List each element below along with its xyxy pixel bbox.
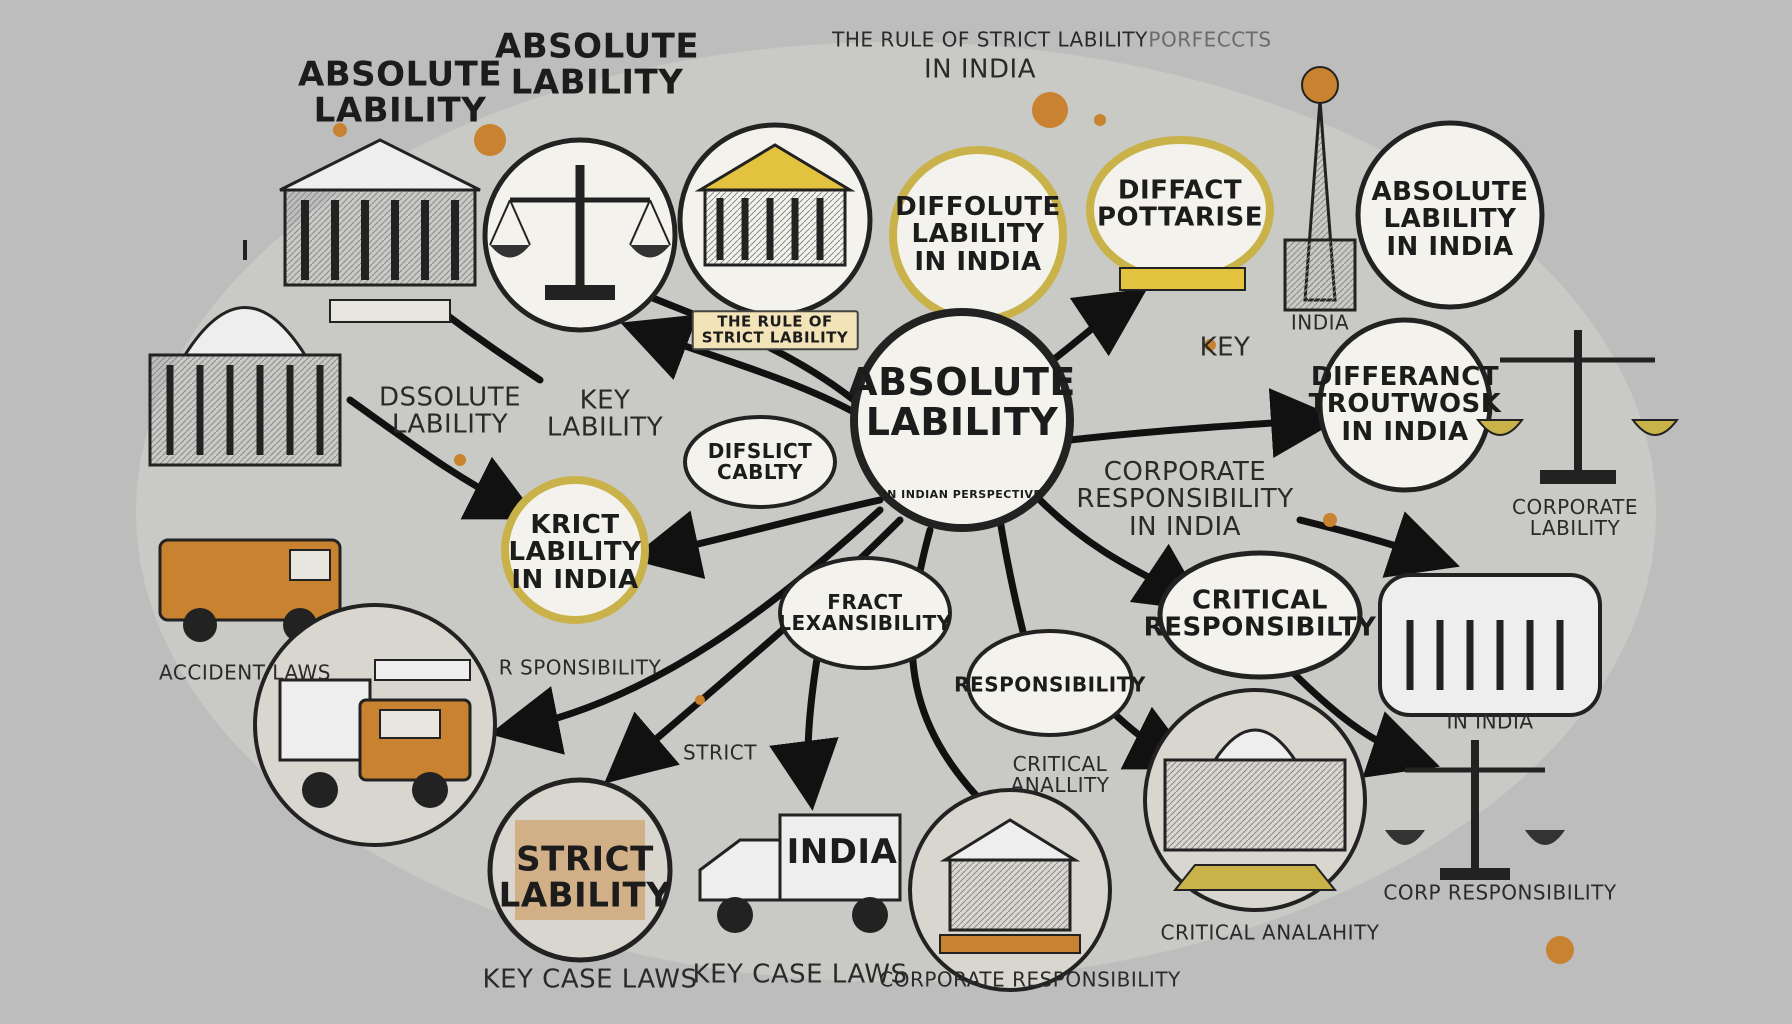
right-courthouse-icon (1378, 573, 1602, 717)
header-in-india: IN INDIA (924, 54, 1036, 85)
central-topic-subtitle: IN INDIAN PERSPECTIVE (882, 488, 1042, 502)
footer-critical-analahity: CRITICAL ANALAHITY (1160, 920, 1380, 945)
critical-anallity-label: CRITICAL ANALLITY (1010, 752, 1110, 797)
tower-icon (1283, 66, 1357, 312)
krict-bubble-shape (501, 476, 649, 624)
header-absolute-1: ABSOLUTE LABILITY (297, 54, 503, 130)
footer-key-case-laws-2: KEY CASE LAWS (692, 959, 908, 990)
van-icon (158, 538, 342, 642)
strict-bubble (487, 777, 673, 963)
scales-bottom-right-icon (1385, 740, 1565, 880)
fract-bubble-label: FRACT LEXANSIBILITY (778, 590, 952, 635)
central-topic-title: ABSOLUTE LABILITY (848, 360, 1076, 444)
diffract-bubble-label: DIFFACT POTTARISE (1096, 175, 1264, 233)
difflute-bubble-label: DIFFOLUTE LABILITY IN INDIA (895, 192, 1061, 277)
diffract-banner (1119, 267, 1246, 291)
strict-small-label: STRICT (683, 740, 757, 765)
footer-key-case-laws-1: KEY CASE LAWS (482, 964, 698, 995)
accident-laws-label: ACCIDENT LAWS (159, 660, 331, 685)
india-tower-label: INDIA (1290, 310, 1350, 335)
critical-bubble-label: CRITICAL RESPONSIBILTY (1143, 585, 1377, 643)
header-faint-text: PORFECCTS (1148, 27, 1272, 52)
capitol-dome-icon (148, 240, 342, 467)
scales-of-justice-bubble (482, 137, 678, 333)
responsibility-bubble-shape (966, 629, 1134, 737)
arrow-to-differance (1066, 388, 1341, 458)
truck-bubble (253, 603, 497, 847)
india-truck-icon (698, 813, 902, 933)
key-lability-label: KEY LABILITY (546, 385, 664, 443)
key-label: KEY (1199, 332, 1251, 363)
central-topic-bubble-shape (850, 308, 1074, 532)
strict-bubble-label: STRICT LABILITY (498, 839, 672, 915)
footer-corporate-responsibility: CORPORATE RESPONSIBILITY (879, 967, 1181, 992)
scales-right-icon (1476, 330, 1679, 484)
in-india-small-label: IN INDIA (1446, 709, 1534, 734)
difslict-bubble-shape (683, 415, 837, 509)
fract-bubble-shape (778, 556, 952, 670)
arrow-left-pillars (436, 306, 544, 384)
absolute-india-bubble-shape (1355, 120, 1545, 310)
decorative-dots (333, 92, 1574, 964)
arrow-to-rule-of-strict (620, 314, 872, 424)
parliament-bubble (1143, 688, 1367, 912)
arrow-left-dome (346, 396, 539, 520)
corp-responsibility-right-label: CORP RESPONSIBILITY (1383, 880, 1617, 905)
responsibility-left-label: R SPONSIBILITY (498, 655, 662, 680)
difslict-bubble-label: DIFSLICT CABLTY (707, 439, 813, 484)
dissolute-label: DSSOLUTE LABILITY (378, 382, 522, 440)
responsibility-bubble-label: RESPONSIBILITY (954, 672, 1146, 697)
header-rule-of-strict: THE RULE OF STRICT LABILITY (832, 27, 1148, 52)
arrow-right-building (1296, 511, 1460, 578)
header-absolute-2: ABSOLUTE LABILITY (494, 26, 700, 102)
temple-bubble (677, 122, 873, 318)
krict-bubble-label: KRICT LABILITY IN INDIA (508, 510, 642, 595)
critical-bubble-shape (1157, 550, 1363, 680)
india-truck-label: INDIA (786, 832, 898, 873)
differance-bubble-shape (1317, 317, 1493, 493)
corporate-responsibility-label: CORPORATE RESPONSIBILITY IN INDIA (1076, 457, 1294, 542)
corporate-lability-label: CORPORATE LABILITY (1512, 495, 1638, 540)
court-building-icon (279, 138, 481, 323)
arrow-to-truck (489, 506, 884, 755)
arrow-to-krict (629, 496, 884, 579)
differance-bubble-label: DIFFERANCT TROUTWOSK IN INDIA (1308, 362, 1502, 447)
rule-of-strict-tag: THE RULE OF STRICT LABILITY (691, 310, 859, 350)
bottom-building-bubble (908, 788, 1112, 992)
absolute-india-bubble-label: ABSOLUTE LABILITY IN INDIA (1371, 177, 1529, 262)
